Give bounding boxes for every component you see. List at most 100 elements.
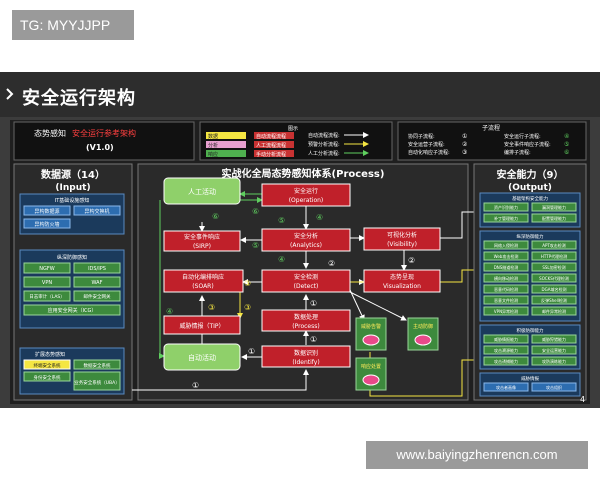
legend-arrow-3: 人工分析流程: [308,150,340,157]
node-auto-activity [163,343,241,371]
output-item-chip [531,213,577,223]
input-item: 异构交换机 [84,208,109,215]
output-item-label: 邮件异常检测 [542,308,566,314]
page-title: 安全运行架构 [22,88,136,109]
subflow-right-num-1: ④ [564,133,569,140]
input-item: WAF [92,280,103,286]
output-item-chip [483,262,529,272]
input-item: IDS/IPS [88,266,106,272]
output-item-label: 安全运营能力 [542,347,566,353]
node-tip [163,315,241,335]
subflow-left-1: 协同子流程: [408,133,435,140]
legend-chip-data-label: 数据 [208,133,218,140]
subflow-right-num-2: ⑤ [564,141,569,148]
output-item-label: DGA域名检测 [542,286,567,292]
output-item-label: 漏洞管理能力 [542,204,566,210]
legend-item-3: 手动分析流程 [256,151,286,158]
node-visualization [363,269,441,293]
node-alert-label: 威胁告警 [361,323,381,330]
input-group-defense-title: 纵深防御感知 [57,254,87,261]
node-sirp-sublabel: (SIRP) [193,243,211,250]
node-tip-label: 威胁情报（TIP） [179,322,224,330]
node-operation-sublabel: (Operation) [289,197,324,204]
node-data-process-sublabel: (Process) [292,323,319,330]
legend-chip-analysis-label: 分析 [208,142,218,149]
step-badge: ④ [166,307,173,316]
step-badge: ① [310,335,317,344]
input-item: 终端安全系统 [34,362,61,369]
output-item-label: 攻防演练能力 [542,358,566,364]
node-identify-label: 数据识别 [294,349,318,357]
node-identify [261,345,351,368]
node-detect [261,269,351,293]
node-visualization-label: 态势呈现 [390,273,414,281]
output-item-chip [531,356,577,366]
node-auto-activity-label: 自动活动 [188,353,216,362]
output-group-intel-title: 威胁情报 [521,375,539,382]
step-badge: ② [328,259,335,268]
output-title: 安全能力（9） [497,168,564,181]
output-item-label: 攻击者画像 [496,384,516,390]
node-operation-label: 安全运行 [294,187,318,195]
output-item-label: VPN异常检测 [494,308,518,314]
input-item: 邮件安全网关 [84,293,111,300]
input-item: 日志审计（LAS） [29,293,65,300]
node-manual-activity-label: 人工活动 [188,187,216,196]
step-badge: ① [248,347,255,356]
title-bar: 安全运行架构 [0,72,600,117]
output-item-chip [531,202,577,212]
node-data-process-label: 数据处理 [294,313,318,321]
node-analytics-label: 安全分析 [294,232,318,240]
node-soar-sublabel: (SOAR) [192,283,213,290]
output-item-label: HTTP代理检测 [541,253,567,259]
output-item-label: SOCKS代理检测 [539,275,569,281]
step-badge: ② [408,256,415,265]
output-item-chip [483,202,529,212]
output-item-chip [483,273,529,283]
node-manual-activity [163,177,241,205]
output-item-label: 威胁狩猎能力 [542,336,566,342]
output-item-label: 攻击诱捕能力 [494,358,518,364]
step-badges: ⑥ ⑥ ⑤ ⑤ ④ ④ ③ ③ ③ ② ② ① ① ① ① ④ [166,207,415,390]
output-item-chip [483,295,529,305]
node-data-process [261,309,351,332]
output-item-label: DNS隧道检测 [494,264,519,270]
step-badge: ④ [278,255,285,264]
step-badge: ⑤ [252,241,259,250]
subflow-right-3: 编排子流程: [504,149,531,156]
output-subtitle: (Output) [508,183,552,193]
input-item: 异构数据源 [34,208,59,215]
node-sirp [163,230,241,252]
step-badge: ① [192,381,199,390]
output-item-chip [531,240,577,250]
output-group-infra-title: 基础架构安全能力 [512,195,548,202]
legend-chip-response [206,150,246,157]
node-detect-label: 安全检测 [294,273,318,281]
input-item: 身份安全系统 [34,374,61,381]
output-item-chip [531,334,577,344]
subflow-left-3: 自动化响应子流程: [408,149,450,156]
input-item: 数据安全系统 [84,362,111,369]
output-item-label: 网络入侵检测 [494,242,518,248]
output-item-label: 补丁管理能力 [494,215,518,221]
input-item: 异构防火墙 [34,221,59,228]
step-badge: ⑤ [278,216,285,225]
output-item-label: 横向移动检测 [494,275,518,281]
step-badge: ③ [208,303,215,312]
watermark-top: TG: MYYJJPP [12,10,134,40]
node-analytics [261,228,351,252]
node-block-button-icon [414,334,432,346]
node-operation [261,183,351,207]
process-title: 实战化全局态势感知体系(Process) [222,167,385,180]
node-detect-sublabel: (Detect) [294,283,319,290]
step-badge: ④ [316,213,323,222]
node-soar-label: 自动化编排响应 [182,273,224,281]
output-item-label: SSL加密检测 [542,264,565,270]
output-item-chip [531,306,577,316]
legend-item-2: 人工流程流程 [256,142,286,149]
output-item-label: 资产识别能力 [494,204,518,210]
output-item-label: 反弹Shell检测 [541,297,567,303]
output-item-chip [483,213,529,223]
input-title: 数据源（14） [41,168,105,181]
node-visibility-label: 可视化分析 [387,231,417,239]
